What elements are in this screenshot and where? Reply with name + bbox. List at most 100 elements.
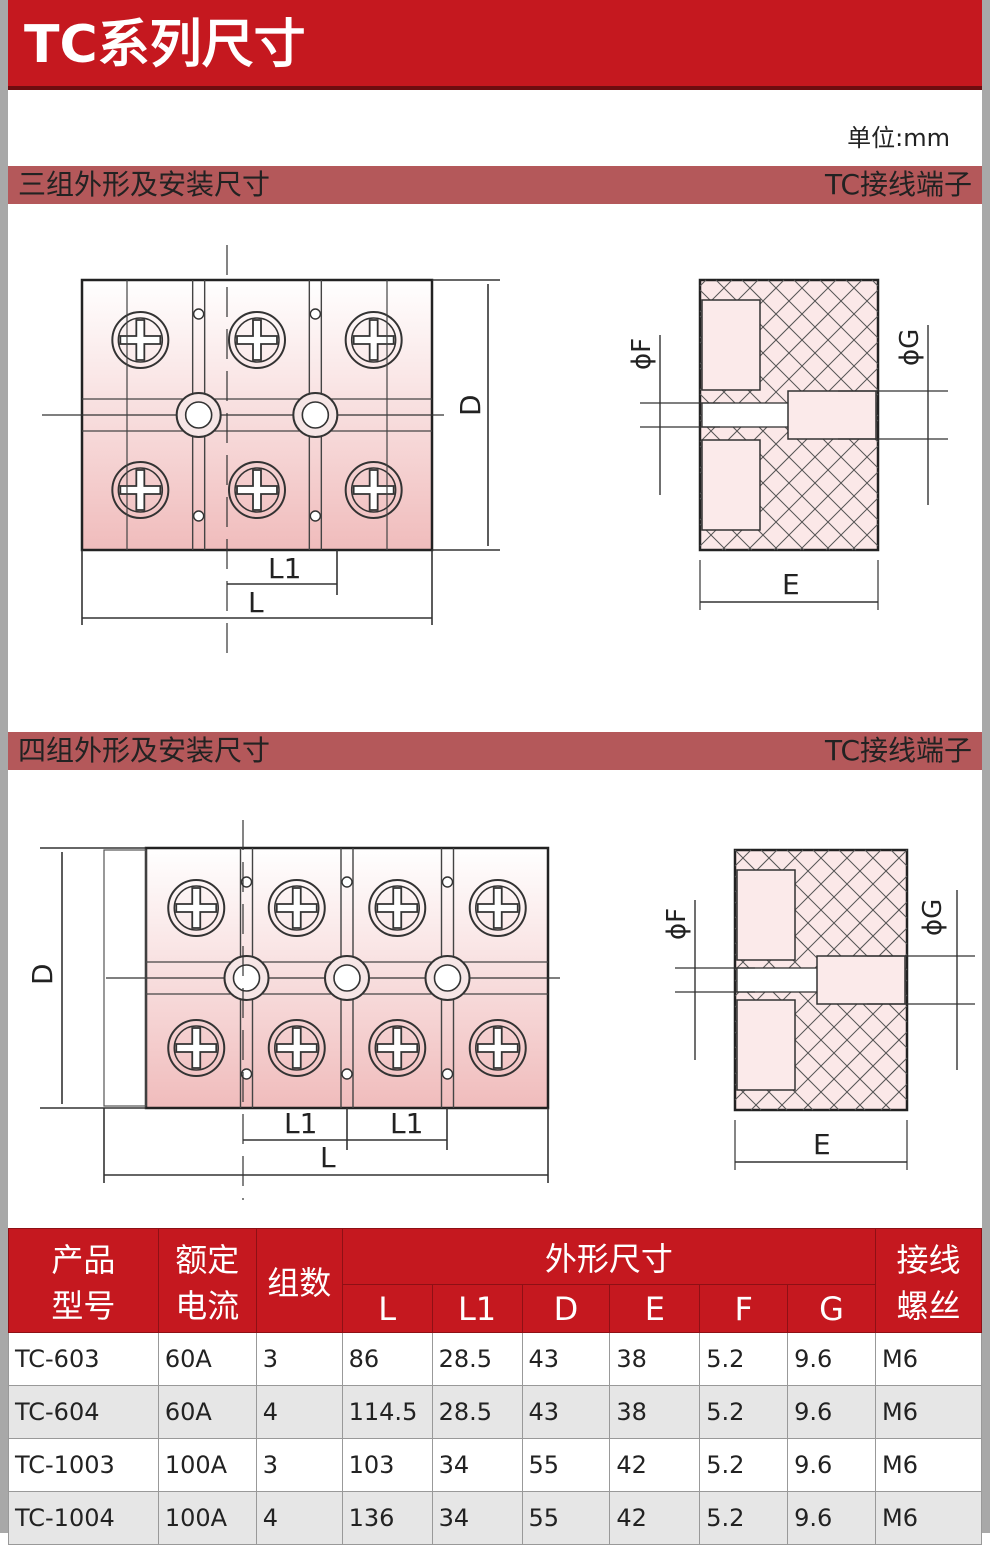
table-cell: 114.5 [341, 1385, 433, 1439]
hatch-line [734, 849, 908, 1023]
counterbore [816, 955, 906, 1005]
cross-head-icon [275, 887, 318, 929]
hatch-line [799, 471, 879, 551]
cross-head-icon [275, 1027, 318, 1069]
screw-icon [167, 1019, 226, 1077]
terminal-clamp [736, 999, 796, 1091]
cross-head-icon [376, 887, 419, 929]
cross-head-icon [476, 887, 519, 929]
table-cell: TC-1004 [8, 1491, 159, 1545]
screw-ring [173, 885, 219, 931]
screw-icon [344, 311, 403, 369]
screw-icon [111, 461, 170, 519]
screw-ring [234, 467, 280, 513]
rivet [309, 308, 322, 320]
rivet [192, 308, 205, 320]
mounting-hole-inner [333, 964, 361, 992]
table-cell: 38 [609, 1332, 701, 1386]
table-cell: 4 [255, 1491, 343, 1545]
header-dim-l1: L1 [431, 1284, 523, 1333]
section-product-label: TC接线端子 [824, 168, 972, 201]
table-cell: TC-604 [8, 1385, 159, 1439]
dim-l-label: L [248, 586, 264, 619]
rivet [441, 1068, 454, 1080]
table-cell: 3 [255, 1438, 343, 1492]
hatch-line [786, 849, 908, 971]
terminal-clamp [701, 439, 761, 531]
section-bar-3-group: 三组外形及安装尺寸 TC接线端子 [8, 166, 982, 204]
table-cell: 9.6 [787, 1385, 877, 1439]
side-view-3-group: ϕF ϕG E [627, 278, 948, 610]
cross-head-icon [236, 319, 278, 361]
table-cell: 60A [157, 1332, 257, 1386]
cross-head-icon [119, 469, 162, 511]
mounting-hole-inner [232, 964, 261, 992]
cross-head-icon [352, 469, 395, 511]
hatch-line [845, 279, 879, 313]
hatch-line [699, 289, 879, 469]
hatch-line [828, 1031, 908, 1111]
table-cell: 28.5 [431, 1385, 523, 1439]
table-cell: M6 [875, 1491, 982, 1545]
screw-icon [344, 461, 403, 519]
table-cell: 5.2 [699, 1385, 789, 1439]
mounting-hole-inner [433, 964, 462, 992]
cross-head-icon [236, 469, 278, 511]
dim-f-label: ϕF [627, 338, 657, 370]
hatch-line [864, 849, 908, 893]
screw-ring [350, 317, 397, 363]
hatch-line [793, 279, 879, 365]
header-screw: 接线螺丝 [875, 1228, 982, 1333]
rivet [240, 1068, 253, 1080]
page-title: TC系列尺寸 [8, 0, 982, 90]
cross-head-icon [175, 887, 218, 929]
screw-ring [117, 467, 164, 513]
table-cell: 42 [609, 1438, 701, 1492]
dim-d-label: D [26, 963, 59, 985]
header-dim-f: F [699, 1284, 789, 1333]
counterbore [787, 390, 877, 440]
terminal-clamp [701, 299, 761, 391]
table-cell: 43 [521, 1332, 611, 1386]
table-cell: 9.6 [787, 1438, 877, 1492]
dim-e-label: E [813, 1128, 831, 1161]
screw-icon [468, 1019, 527, 1077]
table-cell: 9.6 [787, 1332, 877, 1386]
table-cell: 5.2 [699, 1332, 789, 1386]
header-dim-g: G [787, 1284, 877, 1333]
table-cell: 55 [521, 1438, 611, 1492]
hatch-line [854, 1057, 908, 1111]
screw-ring [234, 317, 280, 363]
screw-ring [274, 1025, 320, 1071]
table-cell: M6 [875, 1438, 982, 1492]
rivet [341, 876, 353, 888]
table-cell: 100A [157, 1438, 257, 1492]
hatch-line [773, 445, 879, 551]
rivet [240, 876, 253, 888]
rivet [192, 510, 205, 522]
screw-ring [475, 885, 521, 931]
table-cell: 5.2 [699, 1491, 789, 1545]
header-groups: 组数 [255, 1228, 343, 1333]
table-cell: 34 [431, 1491, 523, 1545]
screw-icon [368, 1019, 427, 1077]
mounting-hole-inner [301, 401, 330, 429]
mounting-hole-inner [184, 401, 213, 429]
screw-ring [117, 317, 164, 363]
dim-l1-label: L1 [284, 1107, 317, 1140]
header-dim-d: D [521, 1284, 611, 1333]
rivet [341, 1068, 353, 1080]
hatch-line [699, 279, 707, 287]
hatch-line [802, 1005, 908, 1111]
table-cell: TC-603 [8, 1332, 159, 1386]
table-cell: 28.5 [431, 1332, 523, 1386]
screw-icon [368, 879, 427, 937]
screw-ring [475, 1025, 521, 1071]
hatch-line [812, 849, 908, 945]
side-view-4-group: ϕF ϕG E [662, 848, 975, 1170]
screw-icon [228, 461, 286, 519]
